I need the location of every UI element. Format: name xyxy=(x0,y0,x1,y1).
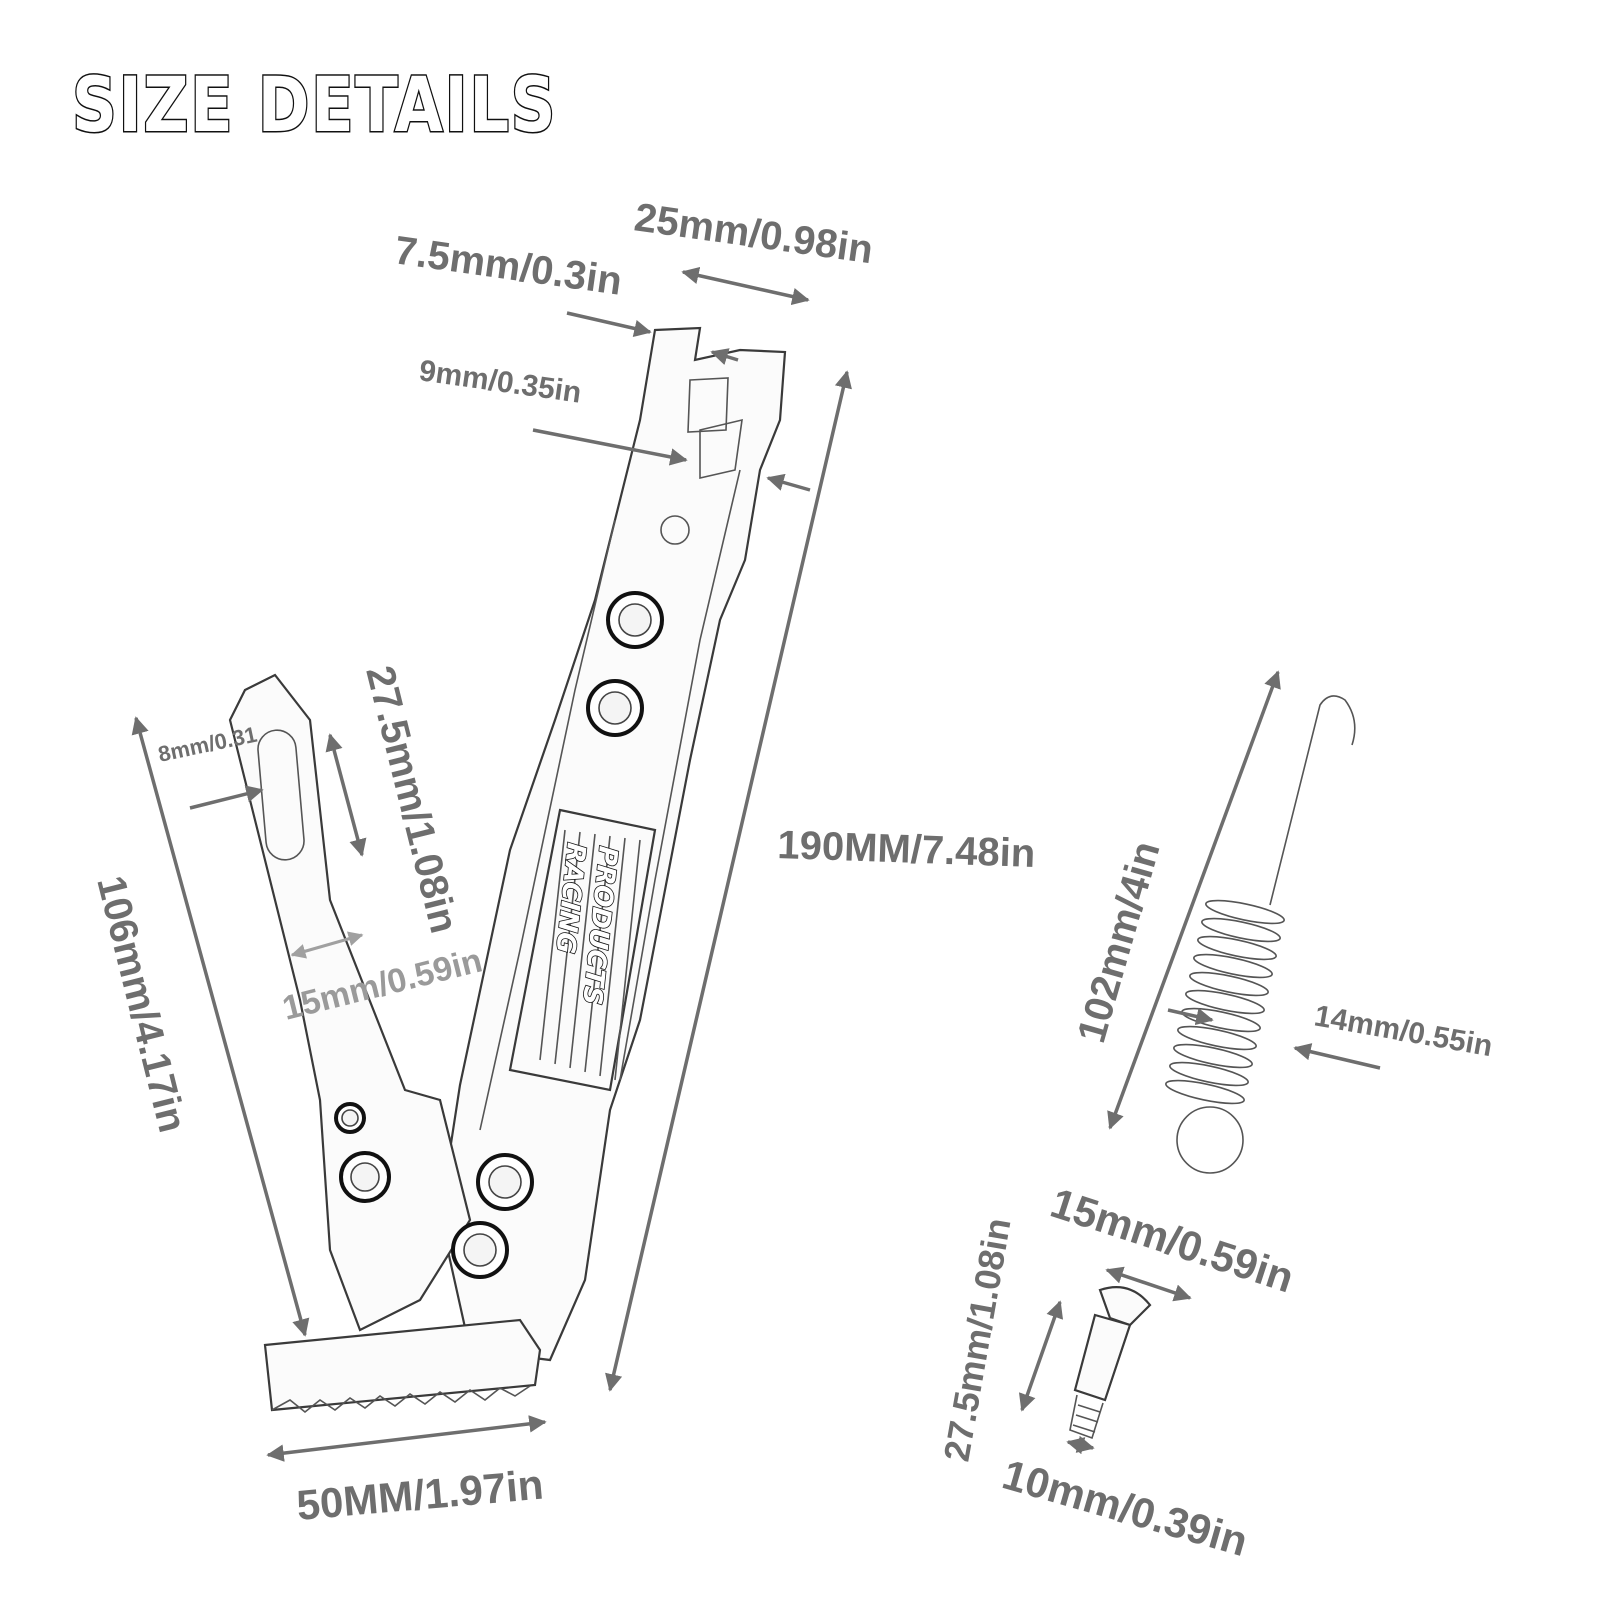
bolt-4 xyxy=(339,1151,391,1203)
page-title: SIZE DETAILS xyxy=(71,59,558,151)
shoulder-bolt-drawing xyxy=(1069,1286,1152,1440)
bolt-1 xyxy=(606,591,664,649)
label-spring-diameter: 14mm/0.55in xyxy=(1312,999,1495,1063)
label-bolt-length: 27.5mm/1.08in xyxy=(936,1215,1019,1465)
bolt-3 xyxy=(334,1102,366,1134)
label-slot-gap: 7.5mm/0.3in xyxy=(392,228,625,303)
label-lower-arm-length: 106mm/4.17in xyxy=(88,872,194,1137)
label-spring-length: 102mm/4in xyxy=(1069,837,1168,1048)
bolt-2 xyxy=(586,679,644,737)
spring-drawing xyxy=(1165,695,1356,1174)
dimension-arrows xyxy=(131,266,1381,1462)
label-total-length: 190MM/7.48in xyxy=(777,823,1036,876)
label-foot-width: 50MM/1.97in xyxy=(295,1461,546,1529)
label-bolt-thread: 10mm/0.39in xyxy=(998,1450,1253,1565)
bolt-6 xyxy=(451,1221,509,1279)
label-hole: 9mm/0.35in xyxy=(417,354,583,409)
label-width-top: 25mm/0.98in xyxy=(632,195,876,272)
bolt-5 xyxy=(476,1153,534,1211)
label-slot-length: 27.5mm/1.08in xyxy=(357,662,466,938)
label-bolt-head: 15mm/0.59in xyxy=(1045,1179,1299,1302)
